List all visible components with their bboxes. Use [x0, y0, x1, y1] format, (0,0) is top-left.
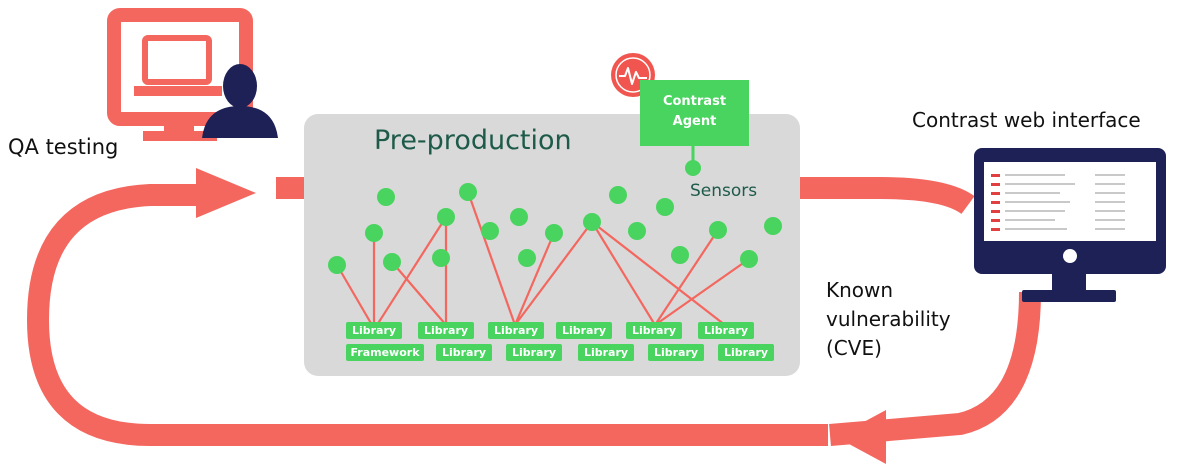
qa-testing-label: QA testing: [8, 135, 119, 159]
contrast-agent-box: Contrast Agent: [640, 80, 749, 146]
laptop-icon: [134, 86, 222, 96]
library-chip: Library: [698, 322, 754, 339]
library-chip: Library: [648, 344, 704, 361]
desktop-monitor-icon: [974, 148, 1166, 302]
sensors-label: Sensors: [690, 181, 758, 201]
cve-label: Known vulnerability (CVE): [826, 276, 951, 363]
arrowhead-left-icon: [836, 410, 886, 464]
agent-label-line: Contrast: [662, 94, 727, 109]
dependency-edges: [336, 191, 750, 326]
preprod-title: Pre-production: [374, 125, 572, 156]
web-interface-label: Contrast web interface: [912, 108, 1141, 132]
library-chip: Library: [418, 322, 474, 339]
library-chip: Library: [346, 322, 402, 339]
library-chip: Library: [578, 344, 634, 361]
flow-bottom-left-segment: [26, 184, 828, 446]
library-chip: Library: [718, 344, 774, 361]
framework-chip: Framework: [346, 344, 424, 361]
cve-label-line: Known: [826, 278, 894, 302]
flow-out-preprod-segment: [800, 177, 975, 215]
flow-loop-arrow: [26, 177, 1041, 446]
dashboard-screenshot: [984, 157, 1156, 241]
library-chip: Library: [436, 344, 492, 361]
library-chip: Library: [556, 322, 612, 339]
library-chip: Library: [626, 322, 682, 339]
component-nodes: [328, 183, 782, 274]
person-icon: [202, 64, 278, 138]
cve-label-line: vulnerability: [826, 307, 951, 331]
library-chip: Library: [488, 322, 544, 339]
library-chip: Library: [506, 344, 562, 361]
flow-right-down-segment: [829, 291, 1041, 446]
agent-label-line: Agent: [672, 114, 717, 129]
arrowhead-right-icon: [196, 168, 256, 218]
sensor-node: [685, 160, 701, 176]
cve-label-line: (CVE): [826, 336, 882, 360]
